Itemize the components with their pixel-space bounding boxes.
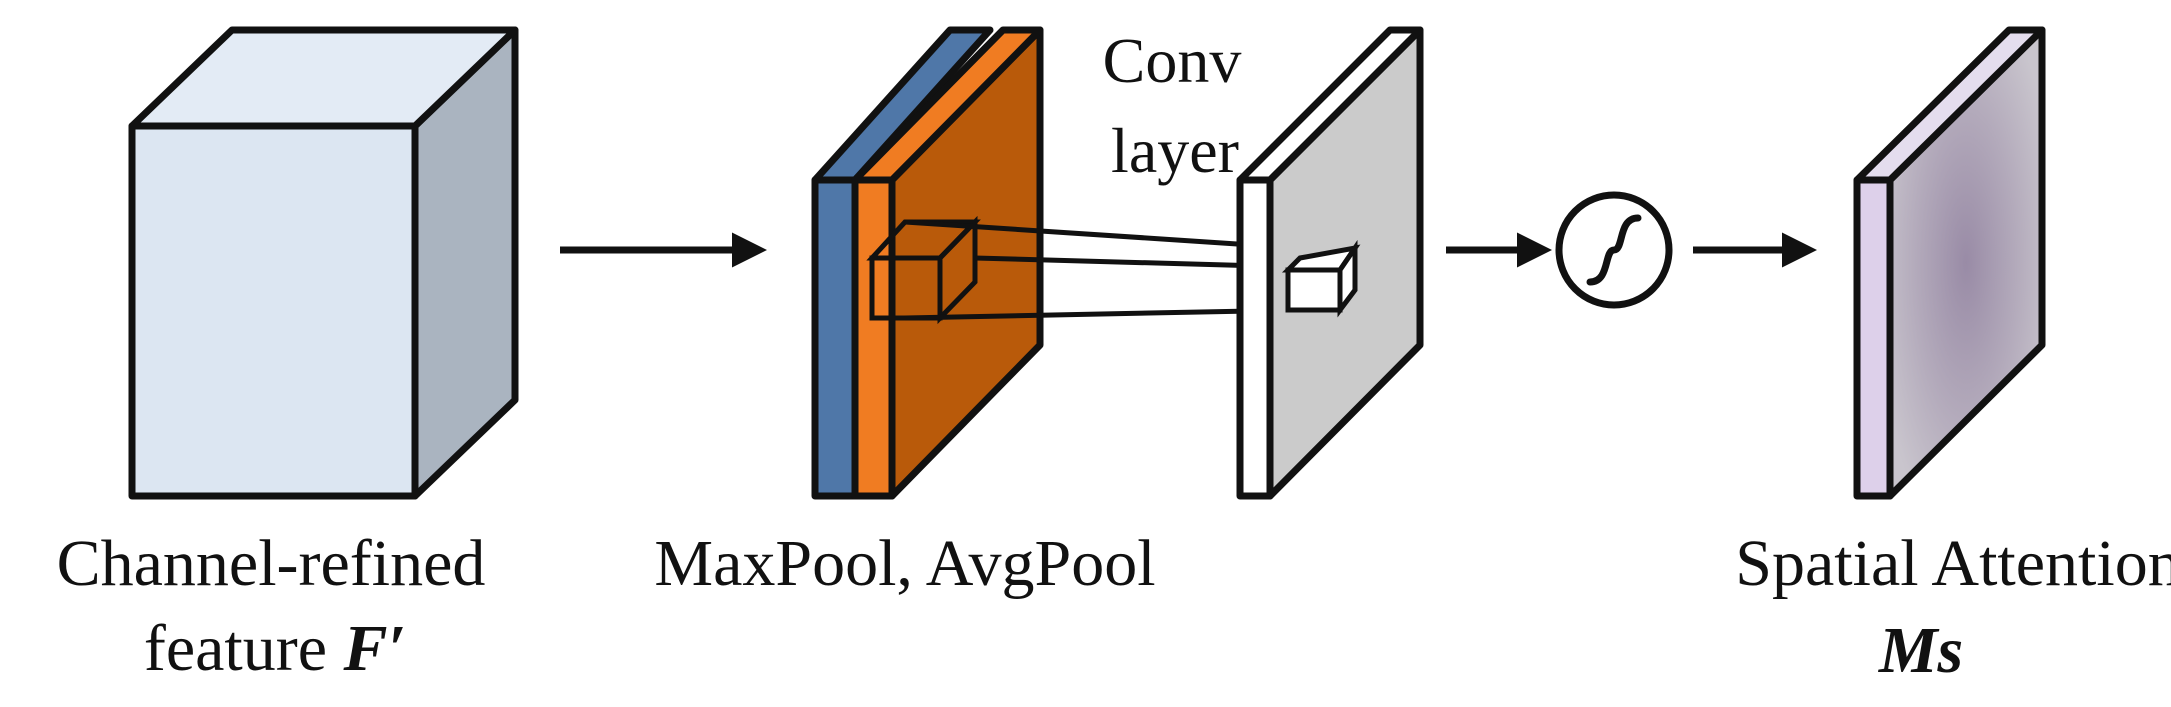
sigmoid-icon: [1555, 191, 1673, 309]
spatial-attention-map: [1853, 26, 2046, 500]
input-feature-cube: [128, 26, 519, 500]
attention-map-front: [1853, 176, 1894, 500]
output-attention-symbol: Ms: [1878, 614, 1963, 687]
output-pixel-cube: [1281, 239, 1361, 318]
maxpool-map-front: [811, 176, 859, 500]
avgpool-map-front: [851, 176, 896, 500]
input-label-line2: feature F′: [144, 612, 406, 685]
conv-label-line1: Conv: [1103, 25, 1242, 96]
input-label-prefix: feature: [144, 612, 344, 685]
pooled-feature-maps: [811, 26, 1044, 500]
conv-label-line2: layer: [1111, 115, 1239, 186]
conv-output-map: [1236, 26, 1424, 500]
output-label-line1: Spatial Attention: [1735, 527, 2171, 600]
input-feature-symbol: F′: [343, 612, 407, 685]
input-cube-front: [128, 122, 419, 500]
pool-label: MaxPool, AvgPool: [654, 527, 1155, 600]
input-label-line1: Channel-refined: [57, 527, 486, 600]
conv-map-front: [1236, 176, 1274, 500]
